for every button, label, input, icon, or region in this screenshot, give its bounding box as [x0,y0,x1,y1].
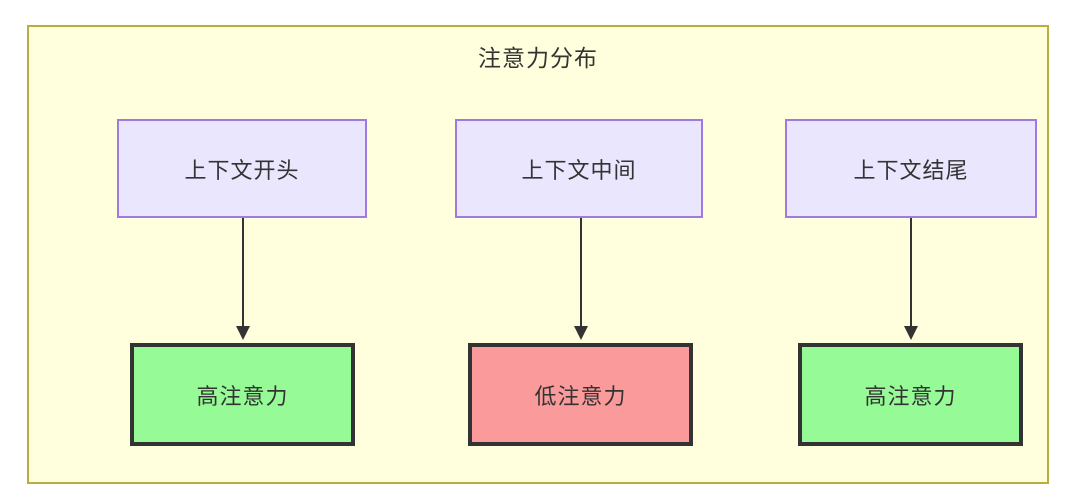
arrow-head-icon [236,326,250,340]
node-label: 低注意力 [534,383,627,409]
arrow-head-icon [904,326,918,340]
arrow-shaft [242,218,244,330]
arrow-shaft [580,218,582,330]
node-context-beginning[interactable]: 上下文开头 [117,119,367,218]
node-label: 上下文开头 [184,157,300,183]
node-label: 上下文中间 [521,157,637,183]
node-high-attention-beginning[interactable]: 高注意力 [130,343,355,446]
node-context-middle[interactable]: 上下文中间 [455,119,703,218]
diagram-frame: 注意力分布 上下文开头 高注意力 上下文中间 低注意力 上下文结尾 [27,25,1049,484]
arrow-middle-to-low [572,218,590,343]
node-low-attention-middle[interactable]: 低注意力 [468,343,693,446]
node-label: 上下文结尾 [853,157,969,183]
node-high-attention-end[interactable]: 高注意力 [798,343,1023,446]
diagram-title: 注意力分布 [478,45,598,71]
arrow-head-icon [574,326,588,340]
node-label: 高注意力 [196,383,289,409]
arrow-shaft [910,218,912,330]
arrow-beginning-to-high [234,218,252,343]
node-label: 高注意力 [864,383,957,409]
node-context-end[interactable]: 上下文结尾 [785,119,1037,218]
arrow-end-to-high [902,218,920,343]
